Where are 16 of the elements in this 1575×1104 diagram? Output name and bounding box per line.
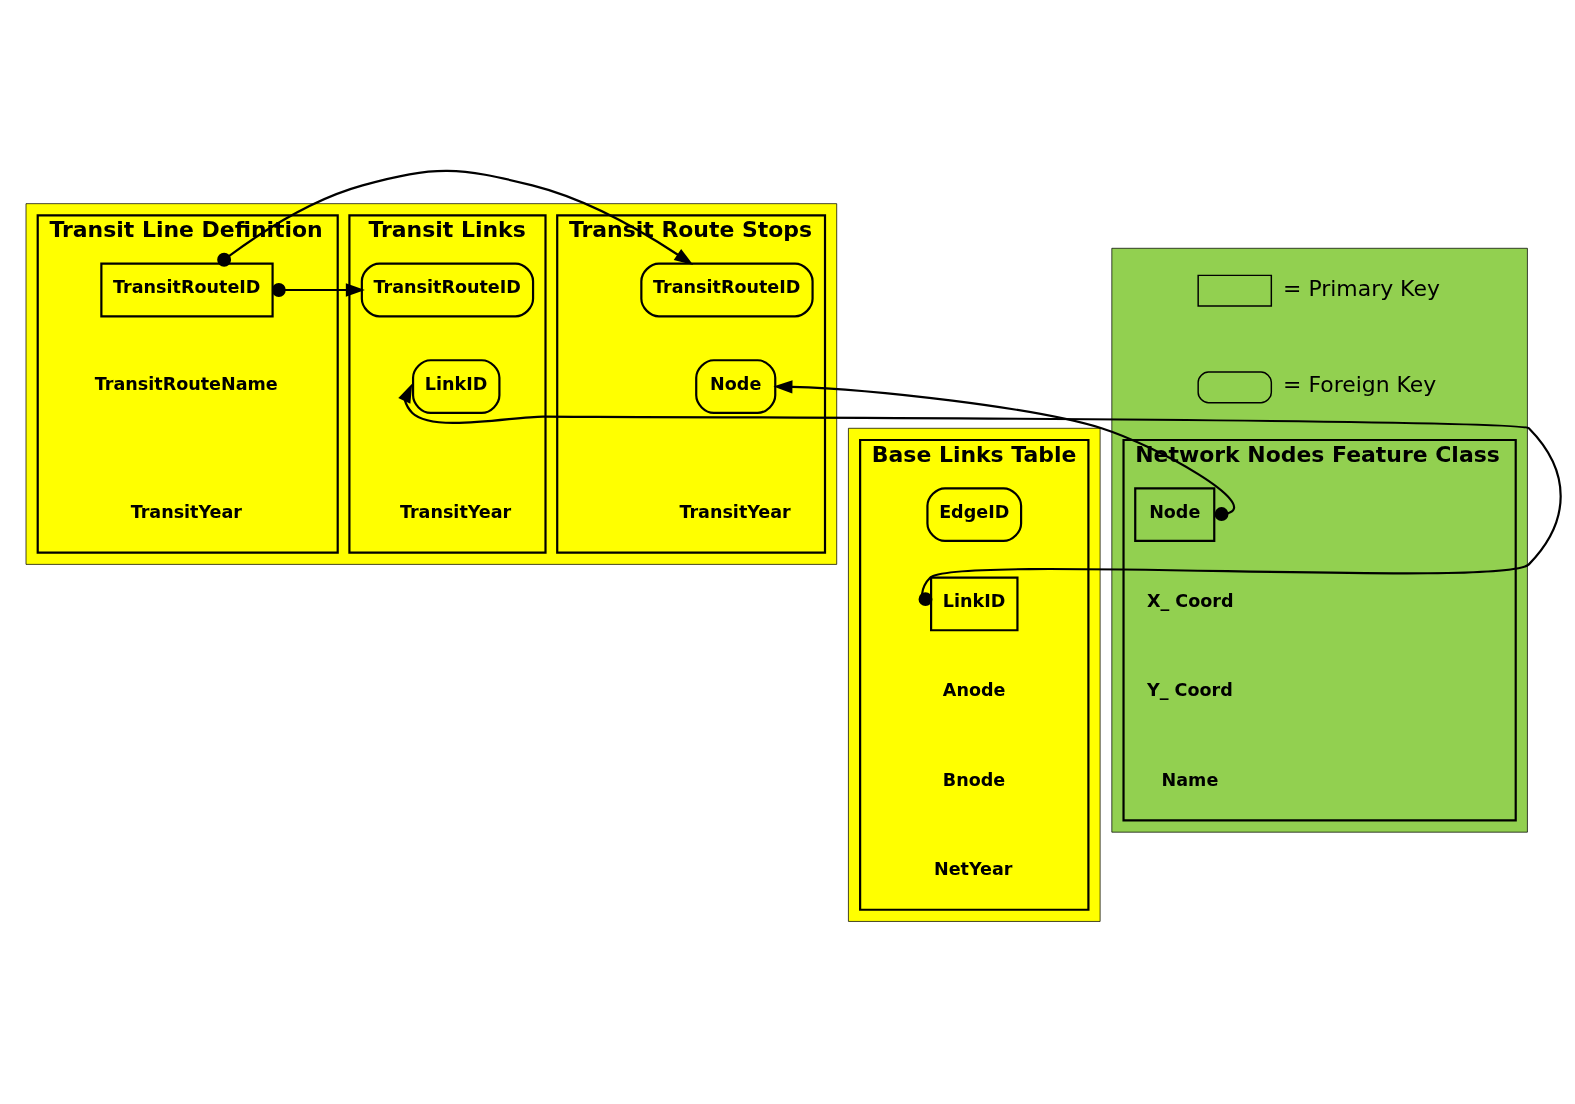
node-box: LinkID [411, 359, 501, 415]
node-box: Node [1134, 487, 1216, 543]
cluster [25, 203, 838, 565]
node-box: EdgeID [926, 487, 1023, 543]
node-box: TransitRouteID [100, 262, 274, 318]
arrow [217, 169, 694, 267]
node-box: LinkID [930, 576, 1019, 632]
cluster [1111, 247, 1528, 833]
legend-label: = Foreign Key [1283, 372, 1437, 398]
node-box: Node [695, 359, 777, 415]
legend-label: = Primary Key [1283, 275, 1440, 301]
arrow [271, 283, 365, 297]
arrow [773, 380, 1235, 521]
node-box: TransitRouteID [640, 262, 814, 318]
node-box: TransitRouteID [360, 262, 535, 318]
arrow [398, 383, 1562, 607]
